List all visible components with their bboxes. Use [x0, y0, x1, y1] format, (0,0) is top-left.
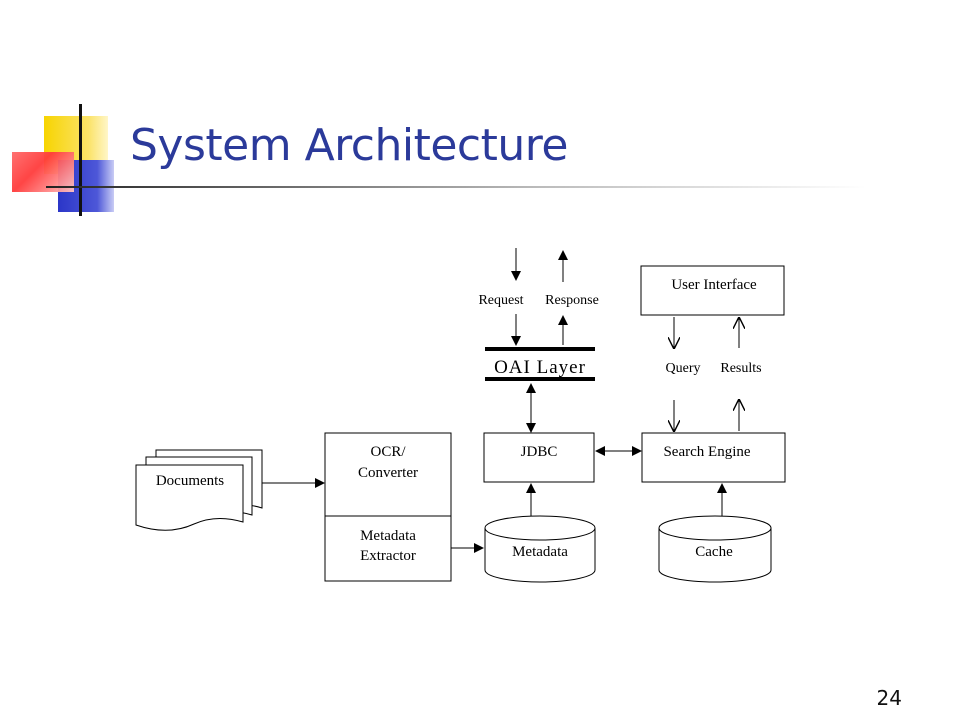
logo-vertical-line	[79, 104, 82, 216]
slide-title: System Architecture	[130, 120, 568, 171]
search-engine-node: Search Engine	[641, 432, 786, 483]
extractor-label-line1: Metadata	[360, 528, 416, 544]
request-label: Request	[478, 293, 523, 308]
cache-db-node: Cache	[658, 515, 772, 583]
extractor-label-line2: Extractor	[360, 548, 416, 564]
oai-layer-label: OAI Layer	[494, 357, 586, 378]
documents-node: Documents	[135, 449, 263, 531]
jdbc-label: JDBC	[521, 444, 558, 460]
cache-label: Cache	[695, 544, 733, 560]
metadata-db-node: Metadata	[484, 515, 596, 583]
query-label: Query	[666, 361, 701, 376]
oai-layer-node: OAI Layer	[485, 347, 595, 381]
metadata-db-label: Metadata	[512, 544, 568, 560]
search-engine-label: Search Engine	[663, 444, 750, 460]
ocr-label-line1: OCR/	[370, 444, 406, 460]
jdbc-node: JDBC	[483, 432, 595, 483]
user-interface-label: User Interface	[671, 277, 757, 293]
results-label: Results	[720, 361, 761, 376]
page-number: 24	[876, 686, 902, 710]
user-interface-node: User Interface	[640, 265, 785, 316]
response-label: Response	[545, 293, 599, 308]
documents-label: Documents	[156, 473, 224, 489]
logo-red-square	[12, 152, 74, 192]
ocr-label-line2: Converter	[358, 465, 418, 481]
title-underline	[46, 186, 866, 188]
ocr-extractor-node: OCR/ Converter Metadata Extractor	[324, 432, 452, 582]
